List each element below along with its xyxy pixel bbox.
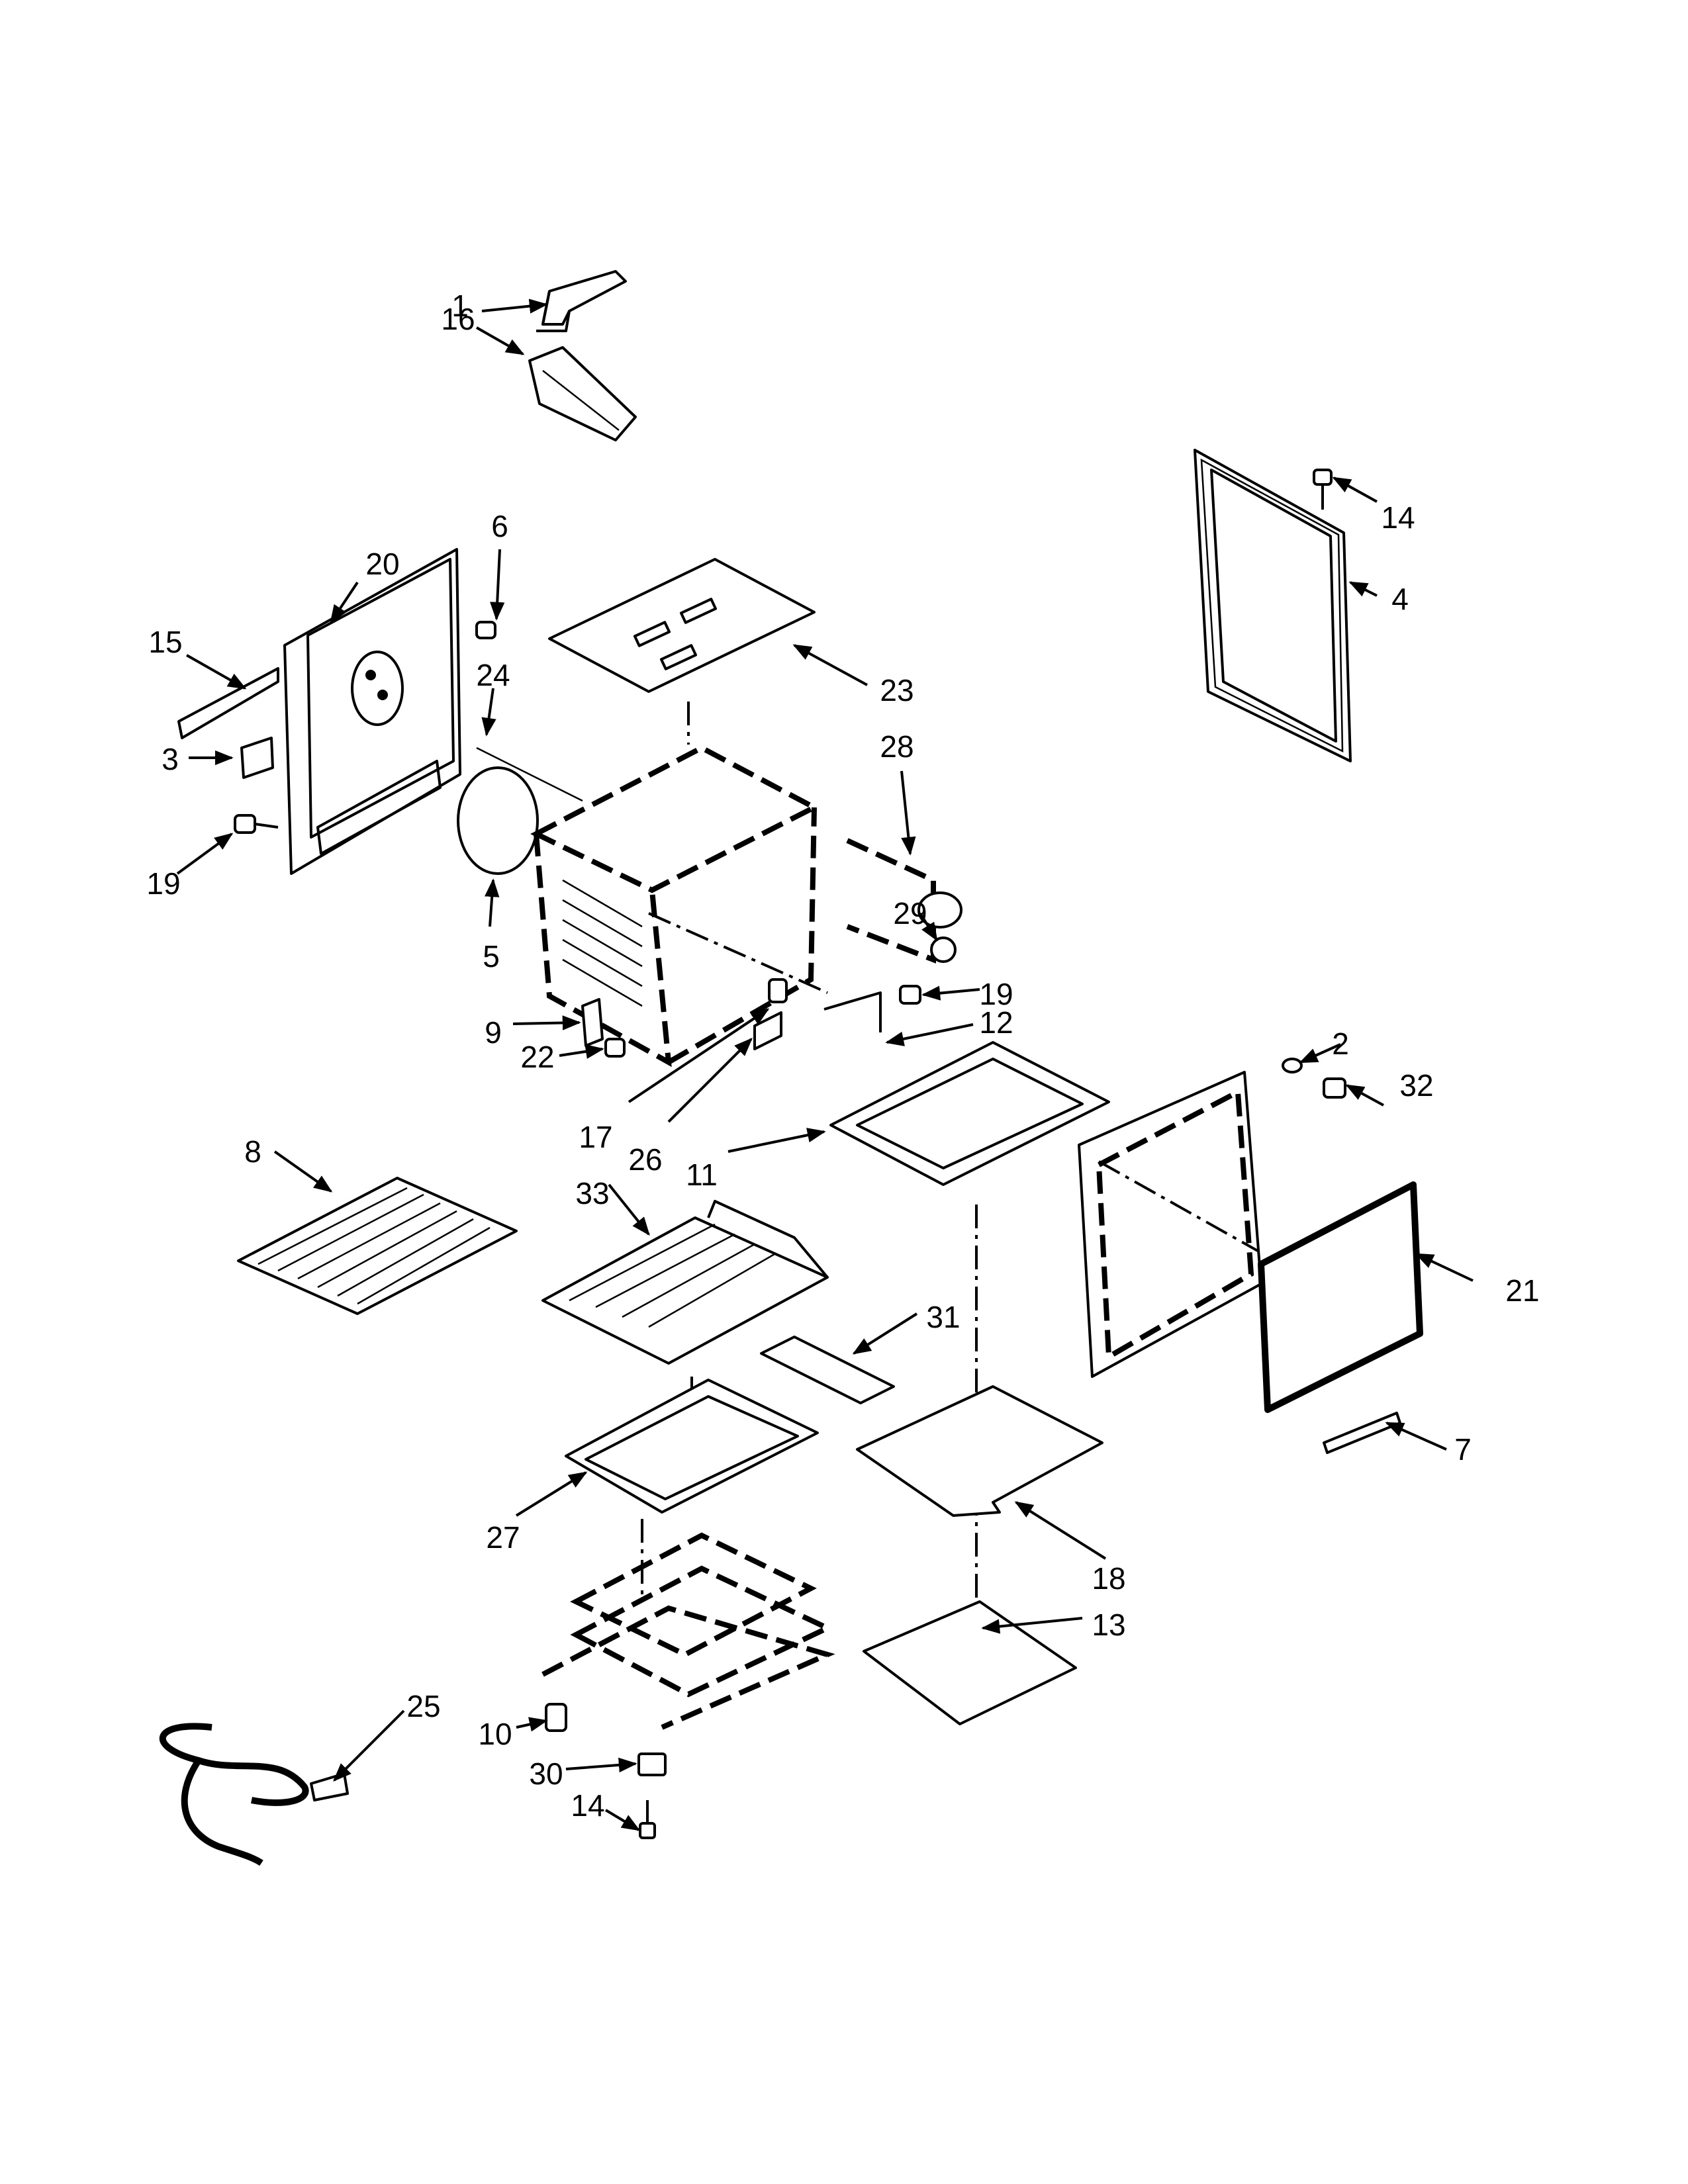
part-29-light-bulb [930,936,957,963]
callout-28: 28 [880,729,914,764]
part-27-lower-panel [565,1379,819,1514]
lower-cavity-dashed [541,1519,835,1730]
callout-8: 8 [244,1134,261,1169]
part-23-top-panel [548,558,816,693]
callout-11: 11 [686,1158,718,1192]
part-8-oven-rack [237,1177,518,1315]
part-11-oven-bottom [829,1041,1110,1186]
part-13-drawer-pan [863,1600,1077,1725]
callout-6: 6 [491,509,508,543]
part-26-clip [753,1011,782,1050]
part-1-vent-duct [536,270,627,332]
part-17-probe-jack [768,978,788,1003]
callout-24: 24 [476,658,510,692]
callout-22: 22 [520,1040,555,1074]
part-32-screw [1323,1077,1346,1099]
callout-2: 2 [1332,1026,1349,1061]
callout-15: 15 [148,625,183,659]
part-7-trim-strip [1323,1412,1401,1454]
part-2-hinge-pin [1282,1058,1303,1073]
part-12-wire [823,991,882,1032]
callout-25: 25 [406,1689,441,1723]
callout-14-bottom: 14 [571,1788,605,1823]
callout-13: 13 [1092,1608,1126,1642]
callout-29: 29 [893,896,927,931]
callout-26: 26 [628,1142,663,1177]
part-14-screw-bottom [639,1800,656,1839]
part-20-rear-panel [283,548,461,875]
part-22-screw [604,1038,626,1058]
part-9-bracket [581,998,604,1047]
callout-18: 18 [1092,1561,1126,1596]
part-31-element [760,1336,895,1404]
part-25-power-cord [159,1723,349,1866]
part-3-small-bracket [240,737,274,779]
callout-12: 12 [979,1005,1013,1040]
callout-9: 9 [485,1015,502,1050]
callout-19: 19 [146,866,181,901]
part-21-door-gasket [1258,1181,1423,1413]
part-4-door-frame [1194,449,1352,762]
part-28-convection-fan [846,838,962,964]
part-24-leader-wire [476,747,583,802]
callout-17: 17 [579,1120,613,1154]
part-33-air-fry-basket [541,1200,829,1365]
leader-arrows [176,298,1474,1831]
oven-cavity-dashed [530,745,820,1068]
callout-30: 30 [529,1756,563,1791]
door-liner-dashed [1078,1071,1262,1378]
callout-10: 10 [478,1717,512,1751]
guide-door [1098,1160,1258,1252]
callout-7: 7 [1454,1432,1472,1467]
callout-20: 20 [365,547,400,581]
part-6-plug [475,621,496,639]
part-19-screw-left [234,814,279,834]
callout-4: 4 [1391,582,1409,616]
callout-32: 32 [1399,1068,1434,1103]
callout-3: 3 [162,742,179,776]
callout-19-right: 19 [979,977,1013,1011]
callout-16: 16 [441,302,475,336]
callout-27: 27 [486,1520,520,1555]
part-18-heat-shield [856,1385,1103,1517]
part-10-leveling-leg [545,1703,567,1732]
callout-5: 5 [483,939,500,974]
part-5-rear-gasket [457,766,539,875]
part-14-screw-top [1313,469,1333,510]
callout-21: 21 [1505,1273,1540,1308]
part-19-screw-right [899,985,921,1005]
callout-23: 23 [880,673,914,707]
callout-33: 33 [575,1176,610,1210]
callout-14: 14 [1381,500,1415,535]
guide-cavity-axis [648,912,828,994]
part-16-vent-duct-lower [528,346,637,441]
part-30-bracket [637,1752,667,1776]
callout-1: 1 [451,289,469,323]
callout-31: 31 [926,1300,961,1334]
